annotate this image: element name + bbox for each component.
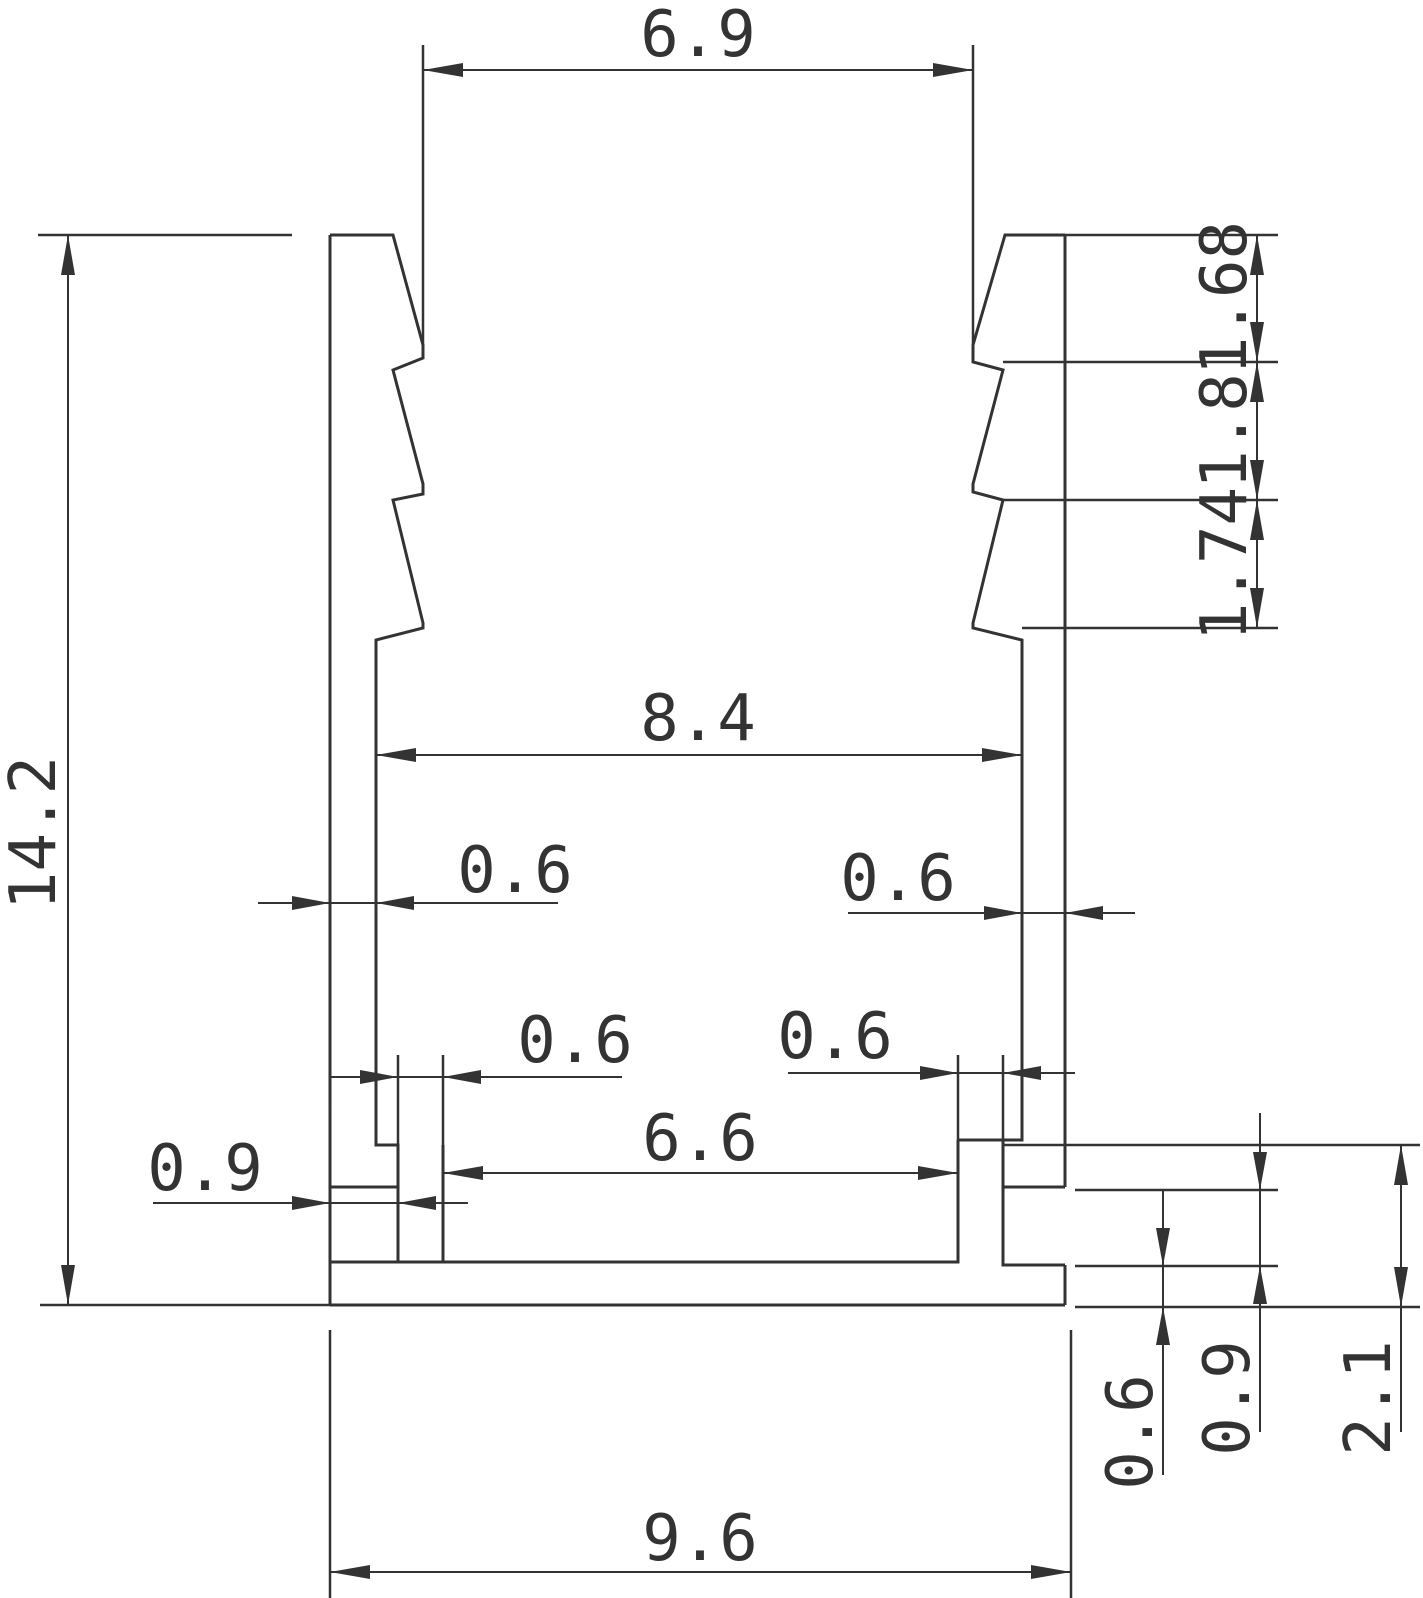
dim-wall-right: 0.6: [840, 842, 956, 916]
dim-inner-width: 8.4: [640, 682, 756, 756]
dim-wall-left: 0.6: [457, 834, 573, 908]
dimension-lines: [61, 63, 1408, 1579]
dim-base-total: 2.1: [1332, 1340, 1406, 1456]
dim-rib-mid: 1.8: [1188, 373, 1262, 489]
dim-channel-left: 0.6: [517, 1004, 633, 1078]
dim-lip-left: 0.9: [147, 1132, 263, 1206]
dim-base-thin: 0.6: [1094, 1374, 1168, 1490]
dim-total-width: 9.6: [642, 1502, 758, 1576]
dim-rib-top: 1.68: [1188, 221, 1262, 375]
dim-total-height: 14.2: [0, 756, 71, 910]
dimension-labels: 6.9 8.4 0.6 0.6 0.6 0.6 6.6 0.9 9.6 14.2…: [0, 0, 1406, 1576]
dim-channel-width: 6.6: [642, 1102, 758, 1176]
extension-lines: [38, 45, 1420, 1598]
dim-rib-bottom: 1.74: [1188, 487, 1262, 641]
profile-outline: [328, 233, 1067, 1307]
dim-top-opening: 6.9: [640, 0, 756, 72]
dim-base-mid: 0.9: [1191, 1340, 1265, 1456]
dim-channel-right: 0.6: [777, 1000, 893, 1074]
